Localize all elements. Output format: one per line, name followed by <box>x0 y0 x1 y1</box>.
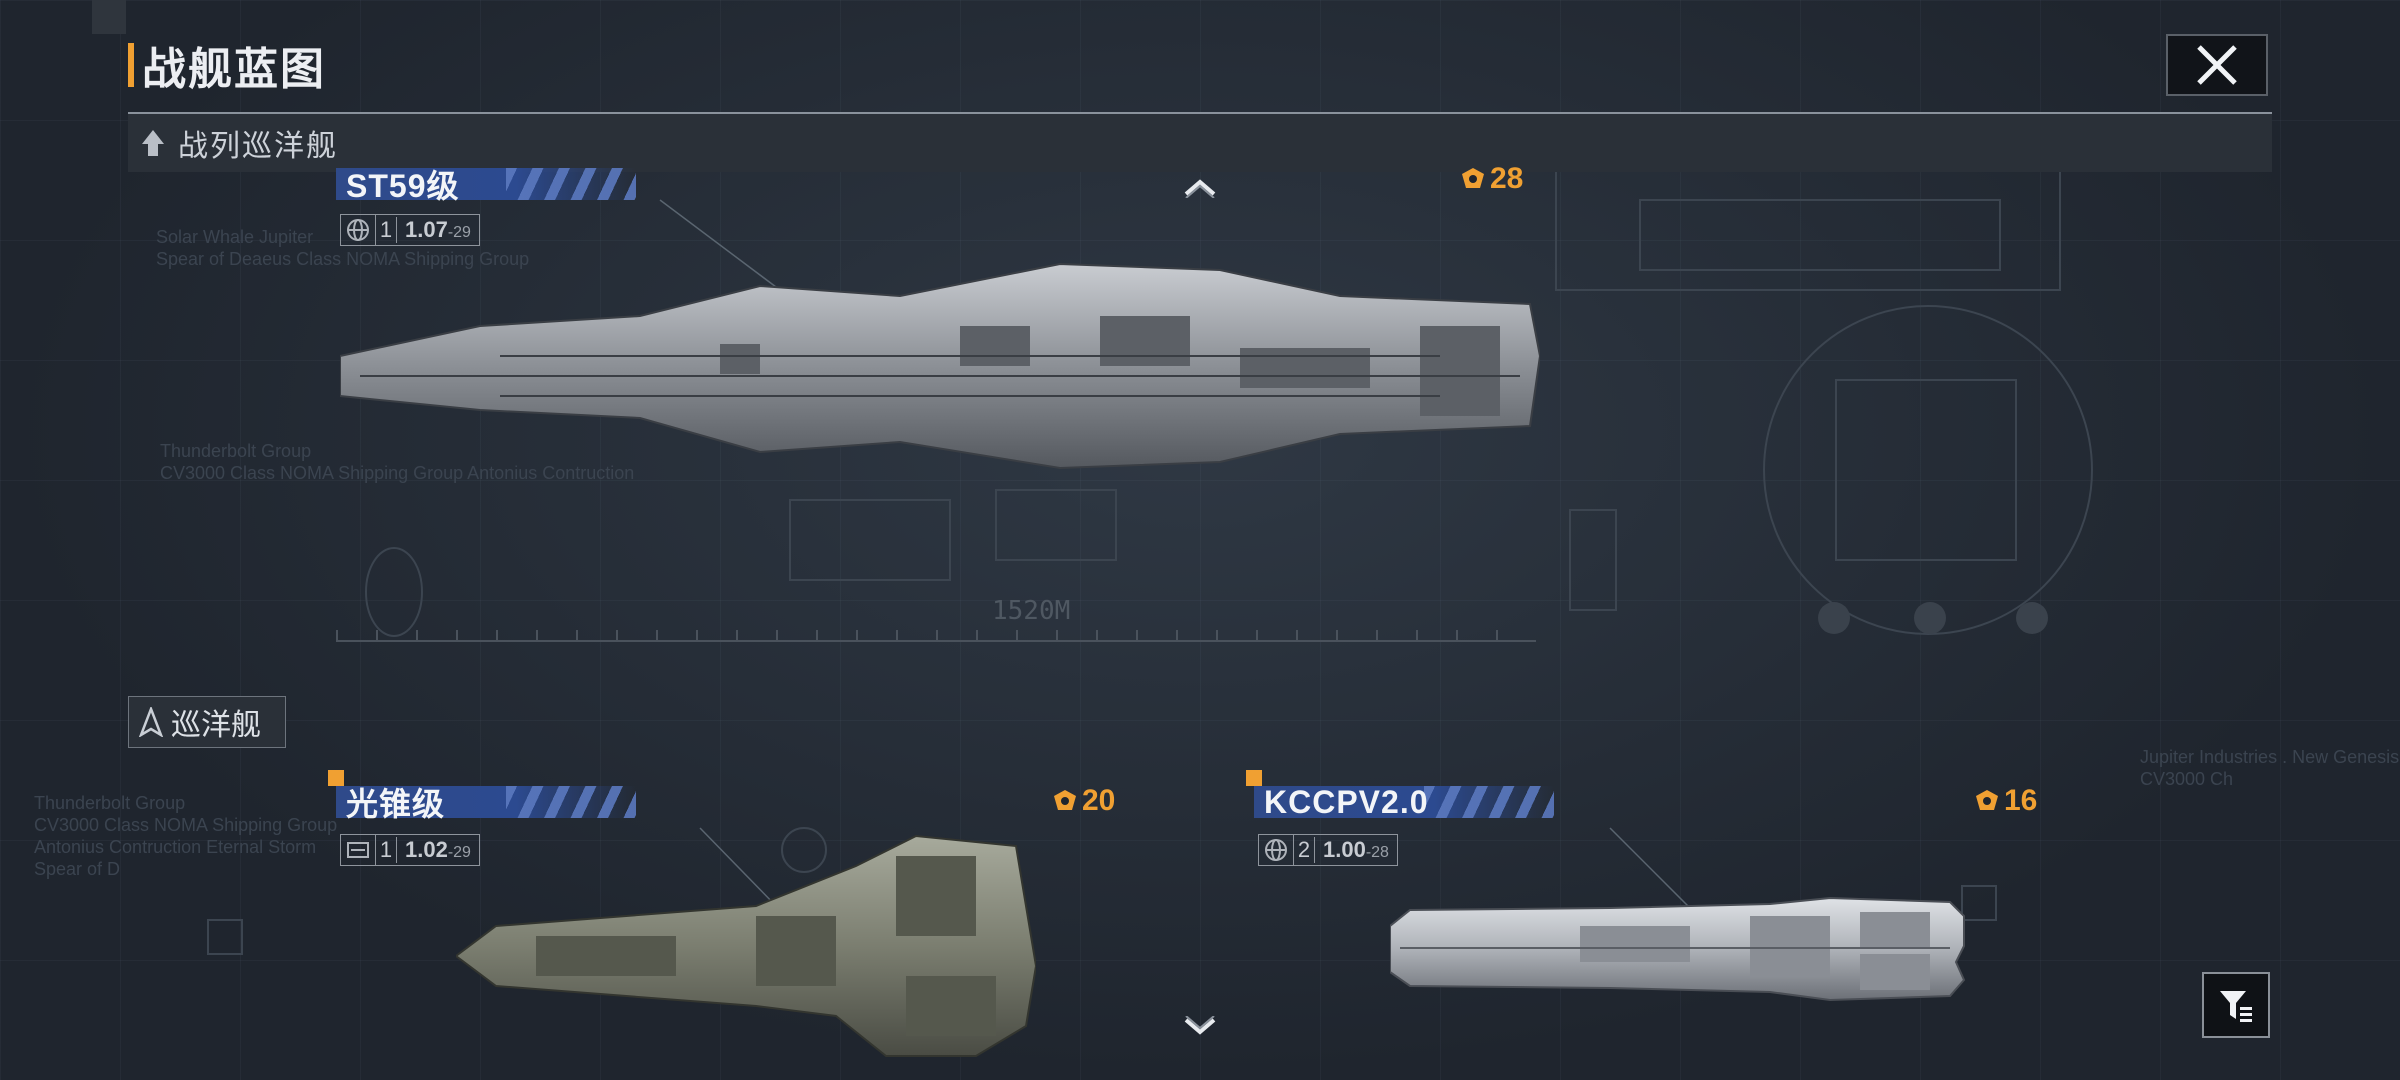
power-value: 16 <box>2004 784 2038 817</box>
globe-icon <box>1259 835 1294 865</box>
ship-kccpv2-image[interactable] <box>1390 896 1970 1006</box>
new-indicator <box>1246 770 1262 786</box>
ship-nameplate[interactable]: 光锥级 <box>336 786 636 822</box>
globe-icon <box>341 215 376 245</box>
ship-name: ST59级 <box>346 168 460 204</box>
ship-nameplate[interactable]: ST59级 <box>336 168 636 204</box>
nameplate-stripes <box>1424 786 1554 818</box>
battlecruiser-class-icon <box>142 130 164 156</box>
ship-nameplate[interactable]: KCCPV2.0 <box>1254 783 1554 820</box>
nameplate-stripes <box>506 786 636 818</box>
version-number: 1.07 <box>405 217 448 242</box>
power-value: 28 <box>1490 162 1524 195</box>
page-header: 战舰蓝图 <box>128 40 326 94</box>
ship-stats: 2 1.00-28 <box>1258 834 1398 866</box>
faint-annotation: Jupiter Industries . New Genesis CV3000 … <box>2140 747 2400 789</box>
close-button[interactable] <box>2166 34 2268 96</box>
new-indicator <box>328 770 344 786</box>
version-suffix: -29 <box>447 224 471 241</box>
filter-button[interactable] <box>2202 972 2270 1038</box>
ship-power: 16 <box>1974 784 2037 818</box>
ship-stats: 1 1.07-29 <box>340 214 480 246</box>
close-icon <box>2197 45 2237 85</box>
ship-light-cone-image[interactable] <box>456 826 1036 1066</box>
ship-version: 1.00-28 <box>1315 837 1397 863</box>
section-header-cruiser: 巡洋舰 <box>128 696 286 748</box>
ship-stats: 1 1.02-29 <box>340 834 480 866</box>
faint-annotation: Thunderbolt Group CV3000 Class NOMA Ship… <box>34 793 338 879</box>
power-emblem-icon <box>1054 790 1076 810</box>
ship-power: 28 <box>1460 162 1523 196</box>
section-label: 战列巡洋舰 <box>178 130 338 163</box>
section-header-battlecruiser: 战列巡洋舰 <box>128 114 2272 172</box>
nameplate-stripes <box>506 168 636 200</box>
ship-version: 1.02-29 <box>397 837 479 863</box>
ship-name: 光锥级 <box>346 786 446 822</box>
ship-power: 20 <box>1052 784 1115 818</box>
ship-tier: 2 <box>1294 837 1315 863</box>
version-suffix: -28 <box>1365 844 1389 861</box>
filter-icon <box>2220 991 2252 1022</box>
ship-tier: 1 <box>376 837 397 863</box>
corner-block <box>92 0 126 34</box>
title-accent-bar <box>128 43 134 87</box>
chevron-down-icon[interactable] <box>1183 1016 1217 1038</box>
section-divider <box>128 112 2272 114</box>
ship-name: KCCPV2.0 <box>1264 783 1429 820</box>
ship-st59-image[interactable] <box>340 256 1540 486</box>
version-number: 1.00 <box>1323 837 1366 862</box>
power-value: 20 <box>1082 784 1116 817</box>
scale-label: 1520M <box>992 596 1071 626</box>
page-title: 战舰蓝图 <box>142 45 326 94</box>
scale-ticks <box>336 630 1536 642</box>
ship-tier: 1 <box>376 217 397 243</box>
version-suffix: -29 <box>447 844 471 861</box>
faction-emblem-icon <box>341 835 376 865</box>
section-label: 巡洋舰 <box>171 709 261 742</box>
cruiser-class-icon <box>139 707 163 737</box>
faint-annotation: Solar Whale Jupiter Spear of Deaeus Clas… <box>156 227 530 269</box>
ship-version: 1.07-29 <box>397 217 479 243</box>
power-emblem-icon <box>1976 790 1998 810</box>
power-emblem-icon <box>1462 168 1484 188</box>
version-number: 1.02 <box>405 837 448 862</box>
faint-annotation: Thunderbolt Group CV3000 Class NOMA Ship… <box>160 441 635 483</box>
chevron-up-icon[interactable] <box>1183 176 1217 198</box>
